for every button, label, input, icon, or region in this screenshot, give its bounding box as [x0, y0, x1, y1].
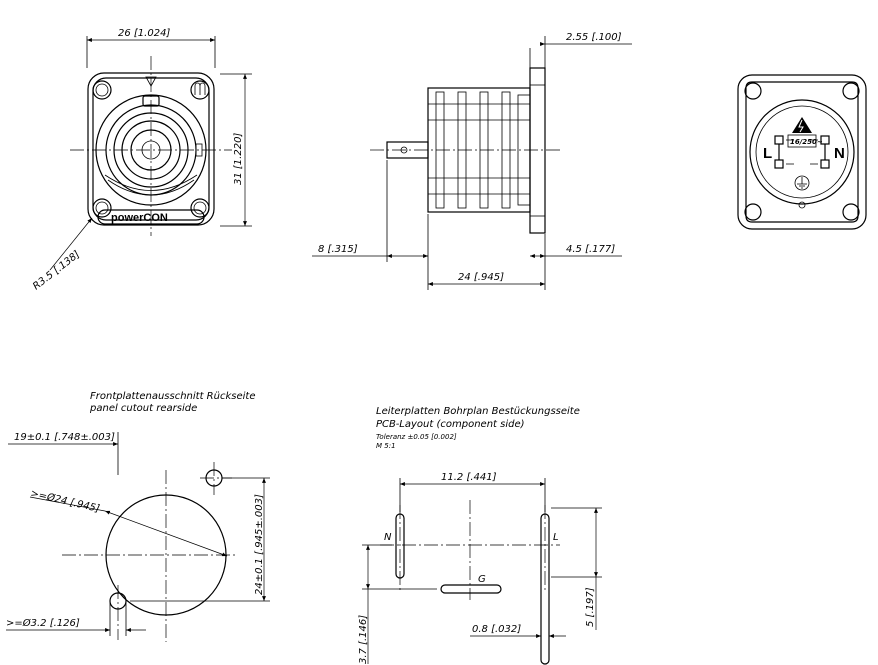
cutout-offset-dim: 19±0.1 [.748±.003] — [14, 432, 115, 443]
rating-label: 16/250~ — [790, 138, 823, 146]
pin-l-label: L — [553, 532, 559, 543]
pcb-tolerance: Toleranz ±0.05 [0.002] — [376, 433, 457, 441]
radius-dim: R3.5 [.138] — [31, 249, 82, 292]
pcb-title-en: PCB-Layout (component side) — [376, 419, 525, 430]
pcb-offset-dim: 3.7 [.146] — [358, 615, 369, 664]
pcb-layout: Leiterplatten Bohrplan Bestückungsseite … — [358, 406, 602, 665]
pcb-width-dim: 11.2 [.441] — [441, 472, 497, 483]
cutout-diameter-dim: >=Ø24 [.945] — [29, 487, 101, 515]
brand-label: powerCON — [111, 212, 168, 224]
body-depth-dim: 24 [.945] — [458, 272, 504, 283]
rear-neutral-label: N — [834, 145, 845, 162]
rear-depth-dim: 4.5 [.177] — [566, 244, 615, 255]
front-view: 26 [1.024] 31 [1.220] powerCON — [31, 28, 252, 292]
rear-line-label: L — [763, 145, 772, 162]
flange-thickness-dim: 2.55 [.100] — [566, 32, 622, 43]
earth-ground-icon — [794, 175, 810, 191]
cutout-spacing-dim: 24±0.1 [.945±.003] — [254, 494, 265, 595]
pcb-scale: M 5:1 — [376, 442, 396, 450]
panel-cutout: Frontplattenausschnitt Rückseite panel c… — [6, 391, 270, 642]
rating-box — [787, 134, 817, 148]
pcb-title-de: Leiterplatten Bohrplan Bestückungsseite — [376, 406, 580, 417]
rear-view: 16/250~ L N — [737, 74, 867, 230]
rear-housing — [737, 74, 867, 230]
pcb-height-dim: 5 [.197] — [585, 587, 596, 627]
pin-g-label: G — [478, 574, 486, 585]
pcb-slot-width-dim: 0.8 [.032] — [472, 624, 521, 635]
cutout-hole-dim: >=Ø3.2 [.126] — [6, 617, 80, 629]
orientation-triangle-icon — [145, 76, 157, 87]
cutout-title-de: Frontplattenausschnitt Rückseite — [90, 391, 255, 402]
cutout-title-en: panel cutout rearside — [89, 403, 197, 414]
pin-n-label: N — [384, 532, 392, 543]
front-height-dim: 31 [1.220] — [233, 133, 244, 185]
pin-length-dim: 8 [.315] — [318, 244, 358, 255]
front-width-dim: 26 [1.024] — [118, 28, 170, 39]
side-view: 2.55 [.100] 8 [.315] 4.5 [.177] 24 [.945… — [312, 32, 632, 290]
side-flange — [529, 67, 546, 234]
warning-lightning-icon — [792, 117, 812, 133]
slot-g — [440, 584, 502, 594]
